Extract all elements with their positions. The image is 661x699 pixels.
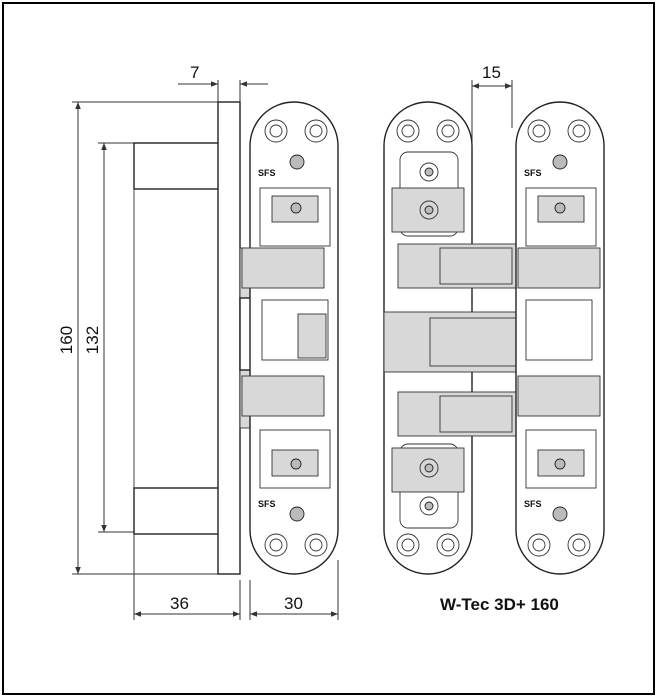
logo-text: SFS bbox=[524, 168, 542, 178]
dim-label-depth-right: 30 bbox=[284, 594, 303, 613]
logo-text: SFS bbox=[524, 499, 542, 509]
hinge-right-view bbox=[515, 101, 605, 575]
dim-label-top-gap: 7 bbox=[190, 63, 199, 82]
hinge-front-view bbox=[241, 101, 339, 575]
logo-text: SFS bbox=[258, 499, 276, 509]
logo-text: SFS bbox=[258, 168, 276, 178]
dim-label-inner-height: 132 bbox=[83, 326, 102, 354]
product-title: W-Tec 3D+ 160 bbox=[440, 595, 559, 614]
dim-label-depth-left: 36 bbox=[170, 594, 189, 613]
dim-label-offset: 15 bbox=[482, 63, 501, 82]
dim-label-total-height: 160 bbox=[57, 326, 76, 354]
